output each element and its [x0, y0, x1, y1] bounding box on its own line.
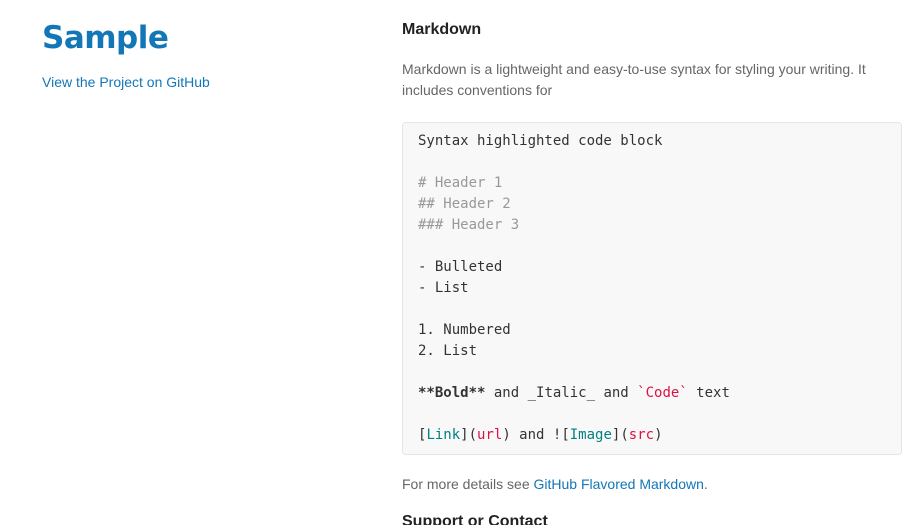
code-image-token: Image	[569, 427, 612, 443]
code-blank-line	[418, 299, 886, 320]
code-line-header-1: # Header 1	[418, 175, 503, 191]
code-blank-line	[418, 236, 886, 257]
code-blank-line	[418, 404, 886, 425]
code-block: Syntax highlighted code block # Header 1…	[402, 122, 902, 455]
code-line: Syntax highlighted code block	[418, 133, 663, 149]
more-details-suffix: .	[703, 476, 708, 492]
code-plain-token: and _Italic_ and	[485, 385, 638, 401]
code-plain-token: ](	[611, 427, 629, 443]
code-line-header-3: ### Header 3	[418, 217, 520, 233]
code-src-token: src	[628, 427, 655, 443]
code-blank-line	[418, 152, 886, 173]
view-project-link[interactable]: View the Project on GitHub	[42, 74, 210, 90]
code-plain-token: )	[654, 427, 663, 443]
github-flavored-markdown-link[interactable]: GitHub Flavored Markdown	[533, 476, 704, 492]
code-link-token: Link	[426, 427, 461, 443]
code-line-bullet-1: - Bulleted	[418, 259, 503, 275]
code-line-header-2: ## Header 2	[418, 196, 511, 212]
markdown-heading: Markdown	[402, 21, 482, 38]
code-line-emphasis: **Bold** and _Italic_ and `Code` text	[418, 383, 886, 404]
intro-paragraph: Markdown is a lightweight and easy-to-us…	[402, 61, 866, 98]
code-line-links: [Link](url) and ![Image](src)	[418, 425, 886, 446]
more-details-paragraph: For more details see GitHub Flavored Mar…	[402, 474, 902, 495]
code-plain-token: ) and ![	[502, 427, 570, 443]
support-heading: Support or Contact	[402, 513, 548, 525]
code-plain-token: [	[418, 427, 427, 443]
code-line-bullet-2: - List	[418, 280, 469, 296]
code-bold-token: **Bold**	[418, 385, 486, 401]
code-line-numbered-1: 1. Numbered	[418, 322, 511, 338]
main-content: Markdown Markdown is a lightweight and e…	[402, 18, 902, 525]
sidebar: Sample View the Project on GitHub	[42, 18, 342, 92]
more-details-text: For more details see	[402, 476, 534, 492]
code-plain-token: text	[687, 385, 730, 401]
code-inline-code-token: `Code`	[637, 385, 688, 401]
code-line-numbered-2: 2. List	[418, 343, 478, 359]
code-url-token: url	[477, 427, 503, 443]
code-blank-line	[418, 362, 886, 383]
code-plain-token: ](	[460, 427, 478, 443]
site-title[interactable]: Sample	[42, 20, 169, 56]
